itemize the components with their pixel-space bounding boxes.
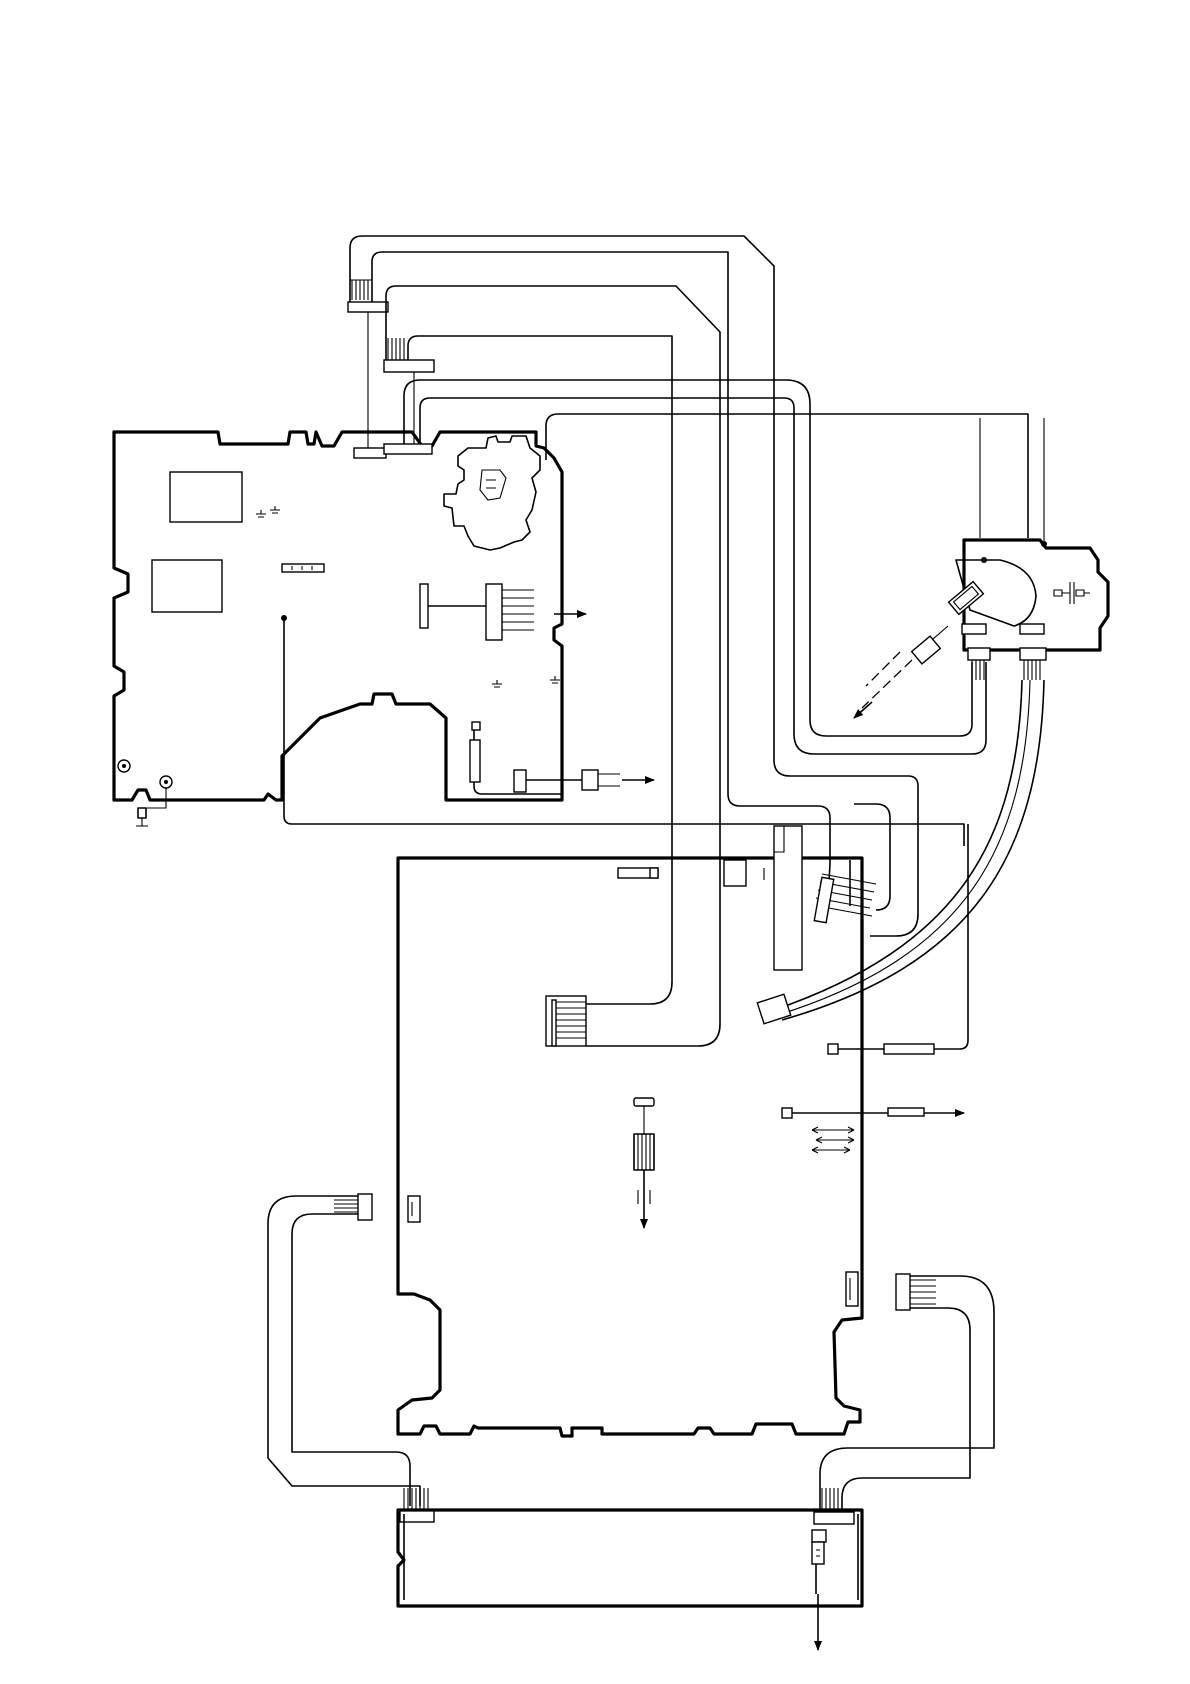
long-flat-cable-to-right-board <box>404 380 1047 754</box>
board-connector <box>962 624 986 634</box>
lead-block <box>884 1044 934 1054</box>
board-connector <box>846 1272 858 1306</box>
bottom-strip-board <box>398 1510 862 1650</box>
long-flex-block <box>774 826 802 970</box>
mechanism-outline <box>444 436 540 550</box>
plug-block-2 <box>582 770 598 790</box>
connector-header <box>358 1194 372 1220</box>
connector-header <box>814 1512 854 1524</box>
connector-header <box>384 360 434 372</box>
left-loop-cable <box>268 1194 434 1522</box>
center-connector <box>634 1098 654 1106</box>
board-connector <box>354 448 386 458</box>
right-loop-cable <box>814 1272 994 1524</box>
plug-block <box>812 1542 824 1564</box>
board-connector <box>812 1530 826 1542</box>
small-terminal <box>828 1044 838 1054</box>
double-arrows <box>812 1130 854 1150</box>
connector-header <box>896 1274 910 1310</box>
pickup-assembly-icon <box>949 582 984 615</box>
small-connector <box>282 564 324 572</box>
chip-block-a <box>170 472 242 522</box>
board-connector <box>1020 624 1044 634</box>
chip-block-b <box>152 560 222 612</box>
small-terminal <box>782 1108 792 1118</box>
outer-flat-cable <box>348 236 774 458</box>
lower-board <box>398 824 968 1436</box>
top-left-board <box>114 432 964 846</box>
connector-header <box>348 302 388 312</box>
plug-block <box>514 770 526 792</box>
vertical-connector <box>420 584 428 628</box>
connector-plug <box>486 584 502 640</box>
long-connector <box>470 740 480 782</box>
flex-connector <box>814 860 876 923</box>
arrow-icon <box>862 660 912 708</box>
connector-header <box>400 1510 434 1522</box>
right-board <box>956 540 1108 680</box>
inner-flat-cable <box>384 286 720 454</box>
flex-cable-to-lower-board <box>586 452 672 1004</box>
connector-header <box>968 648 990 660</box>
plug-icon <box>136 808 148 826</box>
lead-block <box>888 1108 924 1116</box>
ground-icon <box>256 506 560 687</box>
component-block <box>724 860 746 886</box>
small-terminal <box>472 722 480 730</box>
board-connector <box>384 444 432 454</box>
board-connector <box>408 1196 420 1222</box>
connector-header <box>1020 648 1046 660</box>
